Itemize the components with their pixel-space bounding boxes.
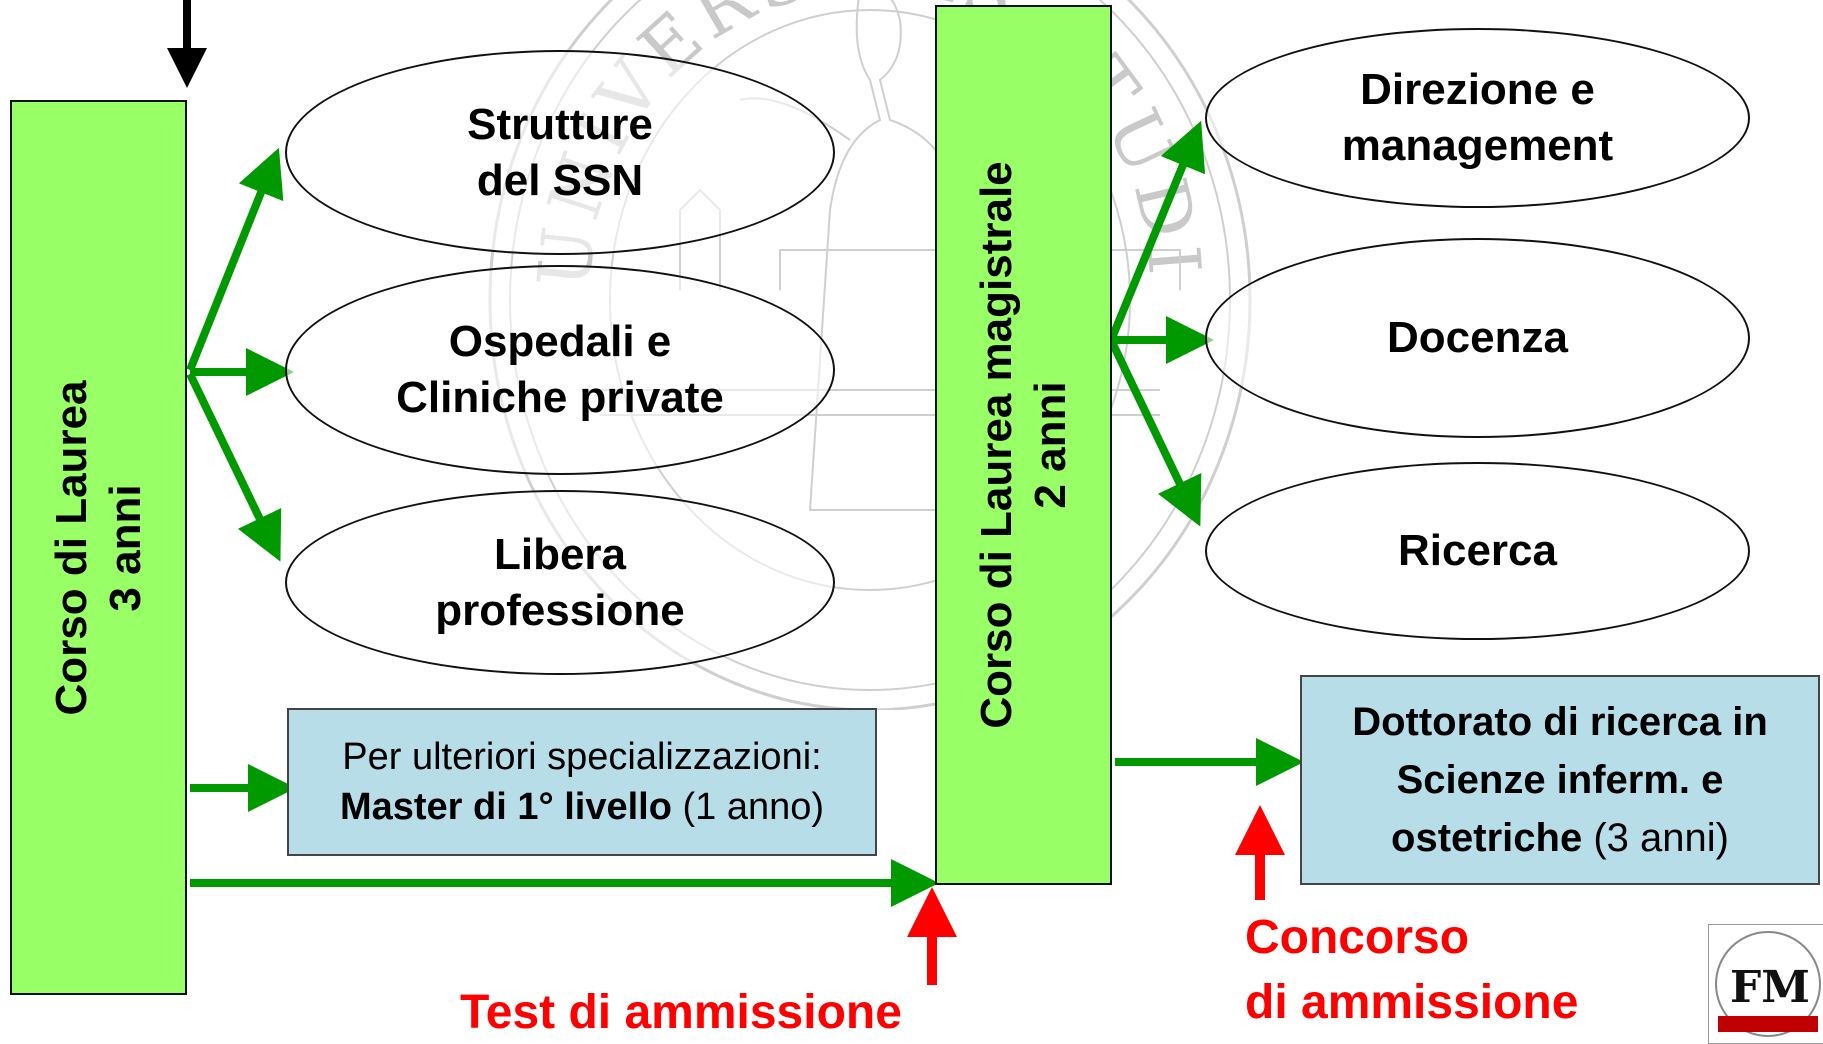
corso-magistrale-label: Corso di Laurea magistrale 2 anni (970, 161, 1078, 728)
dottorato-duration: (3 anni) (1582, 816, 1729, 860)
ellipse-label-line1: Ospedali e (448, 317, 672, 366)
arrow-to-strutture (186, 147, 284, 372)
corso-magistrale-title: Corso di Laurea magistrale (971, 161, 1021, 729)
test-ammissione-label: Test di ammissione (460, 986, 902, 1039)
corso-laurea-box: Corso di Laurea 3 anni (10, 100, 187, 995)
arrow-to-direzione (1108, 120, 1206, 340)
dottorato-line1: Dottorato di ricerca in (1352, 700, 1768, 744)
corso-laurea-label: Corso di Laurea 3 anni (45, 380, 153, 715)
ellipse-label-line2: Cliniche private (396, 373, 724, 422)
master-box: Per ulteriori specializzazioni: Master d… (287, 708, 877, 856)
faculty-logo: FM (1708, 924, 1823, 1044)
ellipse-label-line1: Docenza (1387, 313, 1568, 362)
ellipse-ospedali-cliniche: Ospedali e Cliniche private (285, 265, 835, 475)
arrow-to-libera (186, 372, 282, 562)
ellipse-libera-professione: Libera professione (285, 490, 835, 675)
arrow-to-ricerca (1108, 340, 1202, 527)
dottorato-line3: ostetriche (3 anni) (1391, 809, 1729, 867)
ellipse-strutture-ssn: Strutture del SSN (285, 50, 835, 255)
corso-magistrale-box: Corso di Laurea magistrale 2 anni (935, 5, 1112, 885)
master-duration: (1 anno) (671, 786, 825, 828)
dottorato-line2: Scienze inferm. e (1396, 758, 1724, 802)
ellipse-label-line2: management (1341, 121, 1614, 170)
dottorato-subject: ostetriche (1391, 816, 1583, 860)
ellipse-ricerca: Ricerca (1205, 462, 1750, 640)
corso-magistrale-duration: 2 anni (1025, 381, 1075, 509)
dottorato-box: Dottorato di ricerca in Scienze inferm. … (1300, 675, 1820, 885)
master-title-line: Master di 1° livello (1 anno) (340, 782, 824, 832)
corso-laurea-duration: 3 anni (100, 483, 150, 612)
ellipse-direzione-management: Direzione e management (1205, 28, 1750, 208)
ellipse-docenza: Docenza (1205, 238, 1750, 438)
master-title: Master di 1° livello (339, 786, 672, 828)
concorso-label-line1: Concorso (1245, 911, 1470, 964)
corso-laurea-title: Corso di Laurea (46, 380, 96, 715)
ellipse-label-line2: professione (435, 585, 685, 635)
logo-letters: FM (1730, 962, 1810, 1013)
ellipse-label-line1: Libera (493, 529, 627, 579)
ellipse-label-line1: Direzione e (1360, 65, 1595, 114)
concorso-label-line2: di ammissione (1245, 976, 1579, 1029)
ellipse-label-line1: Ricerca (1397, 526, 1557, 575)
ellipse-label-line2: del SSN (476, 155, 644, 205)
master-intro-text: Per ulteriori specializzazioni: (342, 736, 822, 778)
ellipse-label-line1: Strutture (467, 99, 653, 149)
